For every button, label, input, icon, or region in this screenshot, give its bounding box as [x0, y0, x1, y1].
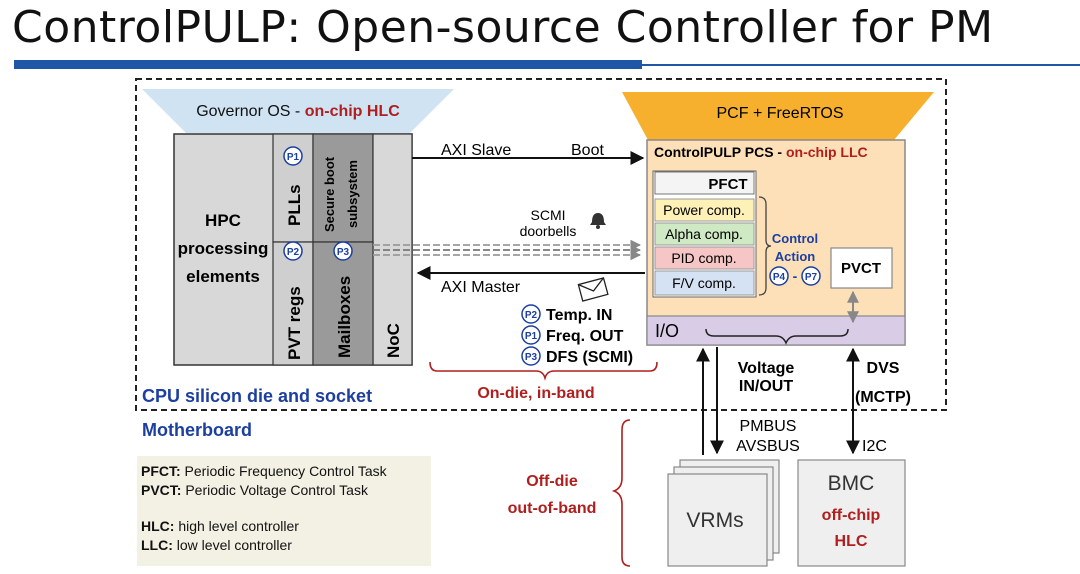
svg-text:P1: P1 [287, 152, 300, 163]
avsbus-label: AVSBUS [736, 438, 800, 455]
off-die-label-1: Off-die [526, 473, 578, 490]
plls-label: PLLs [285, 184, 304, 226]
title-accent-bar [14, 60, 642, 69]
off-die-label-2: out-of-band [508, 500, 597, 517]
freq-out-label: Freq. OUT [546, 328, 624, 345]
badge-dash: - [793, 268, 798, 284]
pid-comp-box [654, 246, 755, 270]
governor-label: Governor OS - on-chip HLC [196, 103, 400, 120]
pvct-label: PVCT [841, 260, 881, 277]
pfct-header [654, 171, 755, 195]
bell-icon [590, 213, 606, 229]
p4-icon: P4 [769, 266, 789, 286]
on-die-brace [429, 361, 658, 381]
legend-pfct: PFCT: Periodic Frequency Control Task [141, 463, 387, 479]
pcf-label: PCF + FreeRTOS [717, 105, 844, 122]
control-action-label-1: Control [772, 231, 818, 246]
pcs-title: ControlPULP PCS - on-chip LLC [654, 144, 868, 160]
svg-text:P7: P7 [805, 272, 818, 283]
control-action-label-2: Action [775, 249, 816, 264]
pid-comp-label: PID comp. [671, 250, 736, 266]
voltage-label-2: IN/OUT [739, 378, 793, 395]
bmc-label: BMC [828, 472, 875, 495]
off-die-brace [611, 419, 631, 567]
voltage-label-1: Voltage [738, 360, 795, 377]
dfs-label: DFS (SCMI) [546, 349, 633, 366]
vrms-box [667, 473, 768, 567]
bmc-red-label-2: HLC [835, 533, 868, 550]
p1-icon: P1 [521, 325, 541, 345]
hpc-label-2: processing [178, 239, 269, 258]
io-brace [705, 328, 849, 345]
fv-comp-label: F/V comp. [672, 275, 736, 291]
legend-pvct: PVCT: Periodic Voltage Control Task [141, 482, 368, 498]
cpu-die-boundary [135, 78, 947, 411]
cpu-die-label: CPU silicon die and socket [142, 386, 372, 406]
pvt-regs-label: PVT regs [285, 286, 304, 360]
p2-icon: P2 [521, 304, 541, 324]
i2c-label: I2C [862, 438, 887, 455]
scmi-label-2: doorbells [520, 223, 577, 239]
p7-icon: P7 [801, 266, 821, 286]
svg-text:P1: P1 [525, 331, 538, 342]
p2-icon: P2 [283, 241, 303, 261]
pmbus-label: PMBUS [740, 418, 797, 435]
svg-text:P3: P3 [337, 247, 350, 258]
motherboard-label: Motherboard [142, 420, 252, 440]
pcf-trapezoid [622, 92, 934, 140]
noc-label: NoC [384, 323, 403, 358]
svg-text:P2: P2 [287, 247, 300, 258]
dvs-label-2: (MCTP) [855, 389, 911, 406]
secure-boot-label-2: subsystem [345, 160, 360, 228]
alpha-comp-label: Alpha comp. [665, 226, 743, 242]
governor-trapezoid [142, 89, 454, 133]
pfct-label: PFCT [708, 176, 747, 193]
io-label: I/O [655, 321, 679, 341]
alpha-comp-box [654, 222, 755, 246]
p3-icon: P3 [333, 241, 353, 261]
legend-llc: LLC: low level controller [141, 537, 292, 553]
bmc-red-label-1: off-chip [822, 507, 881, 524]
legend-hlc: HLC: high level controller [141, 518, 299, 534]
axi-master-label: AXI Master [441, 279, 521, 296]
dvs-label-1: DVS [867, 360, 900, 377]
slide-title: ControlPULP: Open-source Controller for … [12, 2, 994, 53]
axi-slave-label: AXI Slave [441, 142, 511, 159]
pfct-brace [758, 196, 772, 296]
power-comp-box [654, 198, 755, 222]
io-bar [646, 315, 906, 346]
temp-in-label: Temp. IN [546, 307, 612, 324]
svg-text:P4: P4 [773, 272, 786, 283]
secure-boot-label-1: Secure boot [322, 156, 337, 232]
vrms-label: VRMs [686, 509, 743, 532]
hpc-label-3: elements [186, 267, 260, 286]
on-die-label: On-die, in-band [477, 385, 594, 402]
mailboxes-label: Mailboxes [335, 276, 354, 358]
legend-box: PFCT: Periodic Frequency Control Task PV… [137, 456, 431, 566]
bmc-box [797, 459, 906, 567]
p3-icon: P3 [521, 346, 541, 366]
pvt-regs-cell [272, 241, 314, 366]
envelope-icon [577, 277, 609, 302]
mailboxes-cell [312, 241, 374, 366]
svg-text:P3: P3 [525, 352, 538, 363]
hpc-label-1: HPC [205, 211, 241, 230]
pvct-box [830, 247, 893, 289]
fv-comp-box [654, 270, 755, 296]
power-comp-label: Power comp. [663, 202, 745, 218]
svg-text:P2: P2 [525, 310, 538, 321]
scmi-label-1: SCMI [531, 207, 566, 223]
title-accent-line [642, 64, 1080, 66]
boot-label: Boot [571, 142, 604, 159]
secure-boot-cell [312, 133, 374, 243]
p1-icon: P1 [283, 146, 303, 166]
